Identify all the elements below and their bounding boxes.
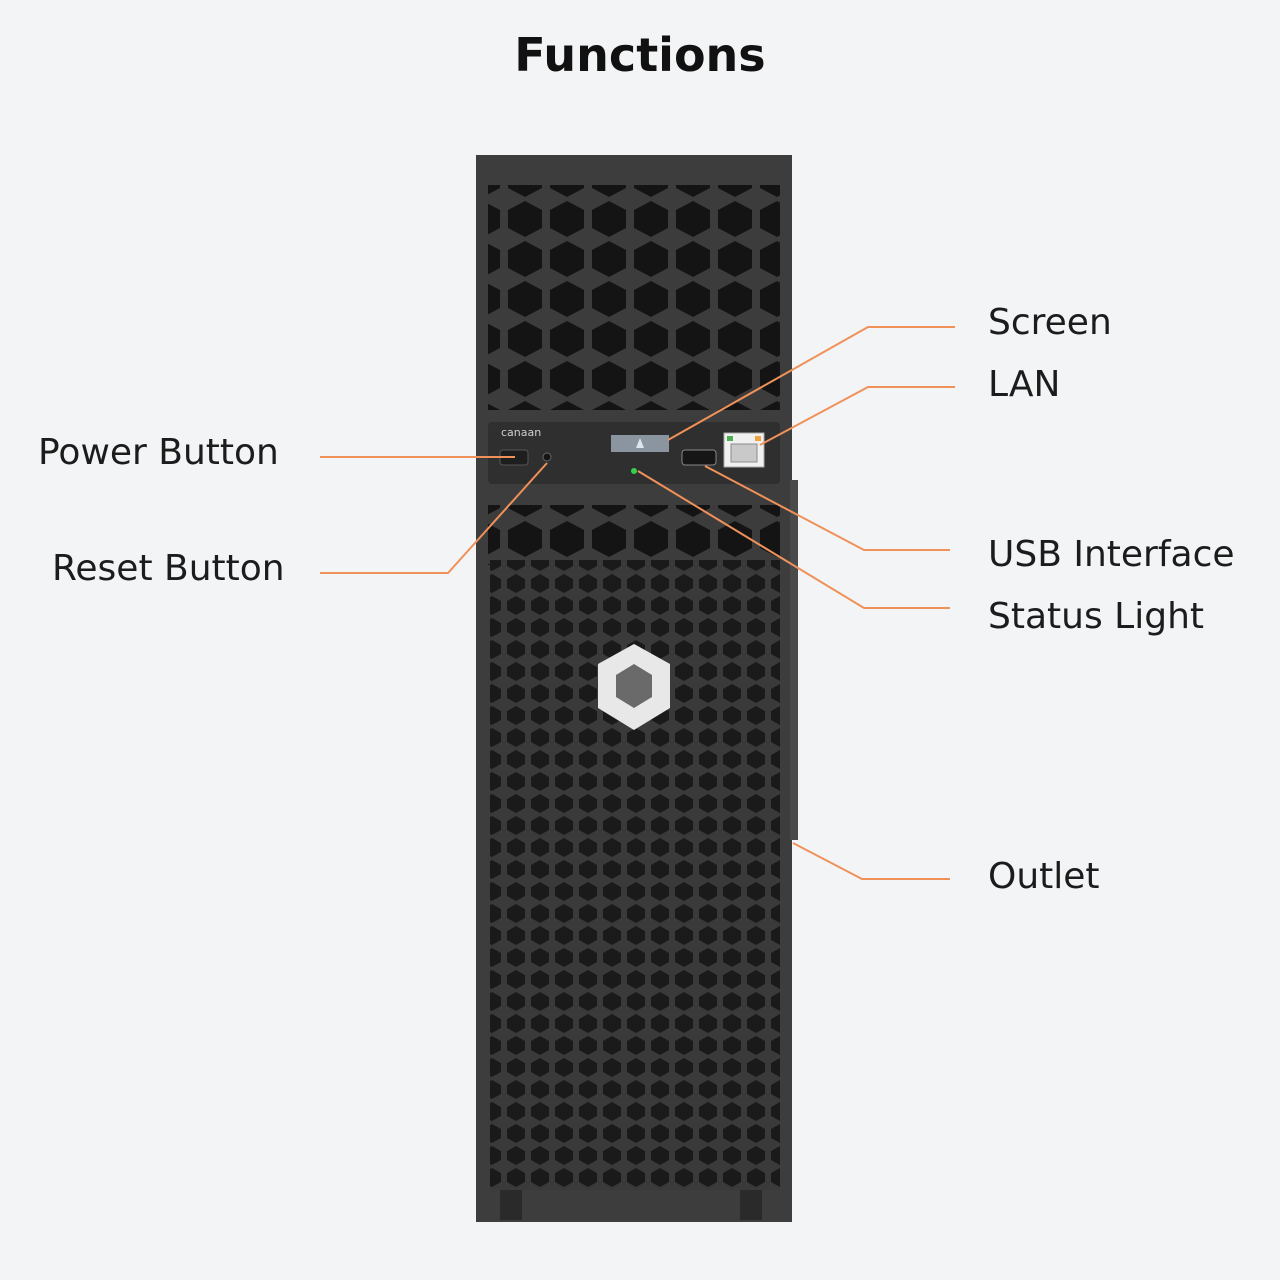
callout-lines [320, 326, 955, 880]
usb-port[interactable] [681, 449, 717, 466]
callout-reset [320, 462, 548, 574]
status-light [631, 468, 637, 474]
control-panel [488, 422, 780, 484]
label-lan: LAN [988, 364, 1061, 405]
callout-usb [704, 465, 950, 551]
callout-screen [667, 326, 955, 441]
foot-right [740, 1190, 762, 1220]
foot-left [500, 1190, 522, 1220]
callout-status [637, 470, 950, 609]
callout-outlet [792, 842, 950, 880]
label-power-button: Power Button [38, 432, 279, 473]
label-reset-button: Reset Button [52, 548, 285, 589]
label-status-light: Status Light [988, 596, 1204, 637]
label-screen: Screen [988, 302, 1112, 343]
label-usb-interface: USB Interface [988, 534, 1235, 575]
page-title: Functions [514, 28, 766, 82]
callout-lan [759, 386, 955, 446]
hex-logo-icon [598, 644, 670, 730]
side-edge [790, 480, 798, 840]
brand-logo: canaan [501, 426, 541, 439]
server-tower: canaan [476, 155, 798, 1222]
mid-grille [488, 505, 780, 565]
reset-button[interactable] [542, 452, 552, 462]
top-grille [488, 185, 780, 410]
label-outlet: Outlet [988, 856, 1100, 897]
